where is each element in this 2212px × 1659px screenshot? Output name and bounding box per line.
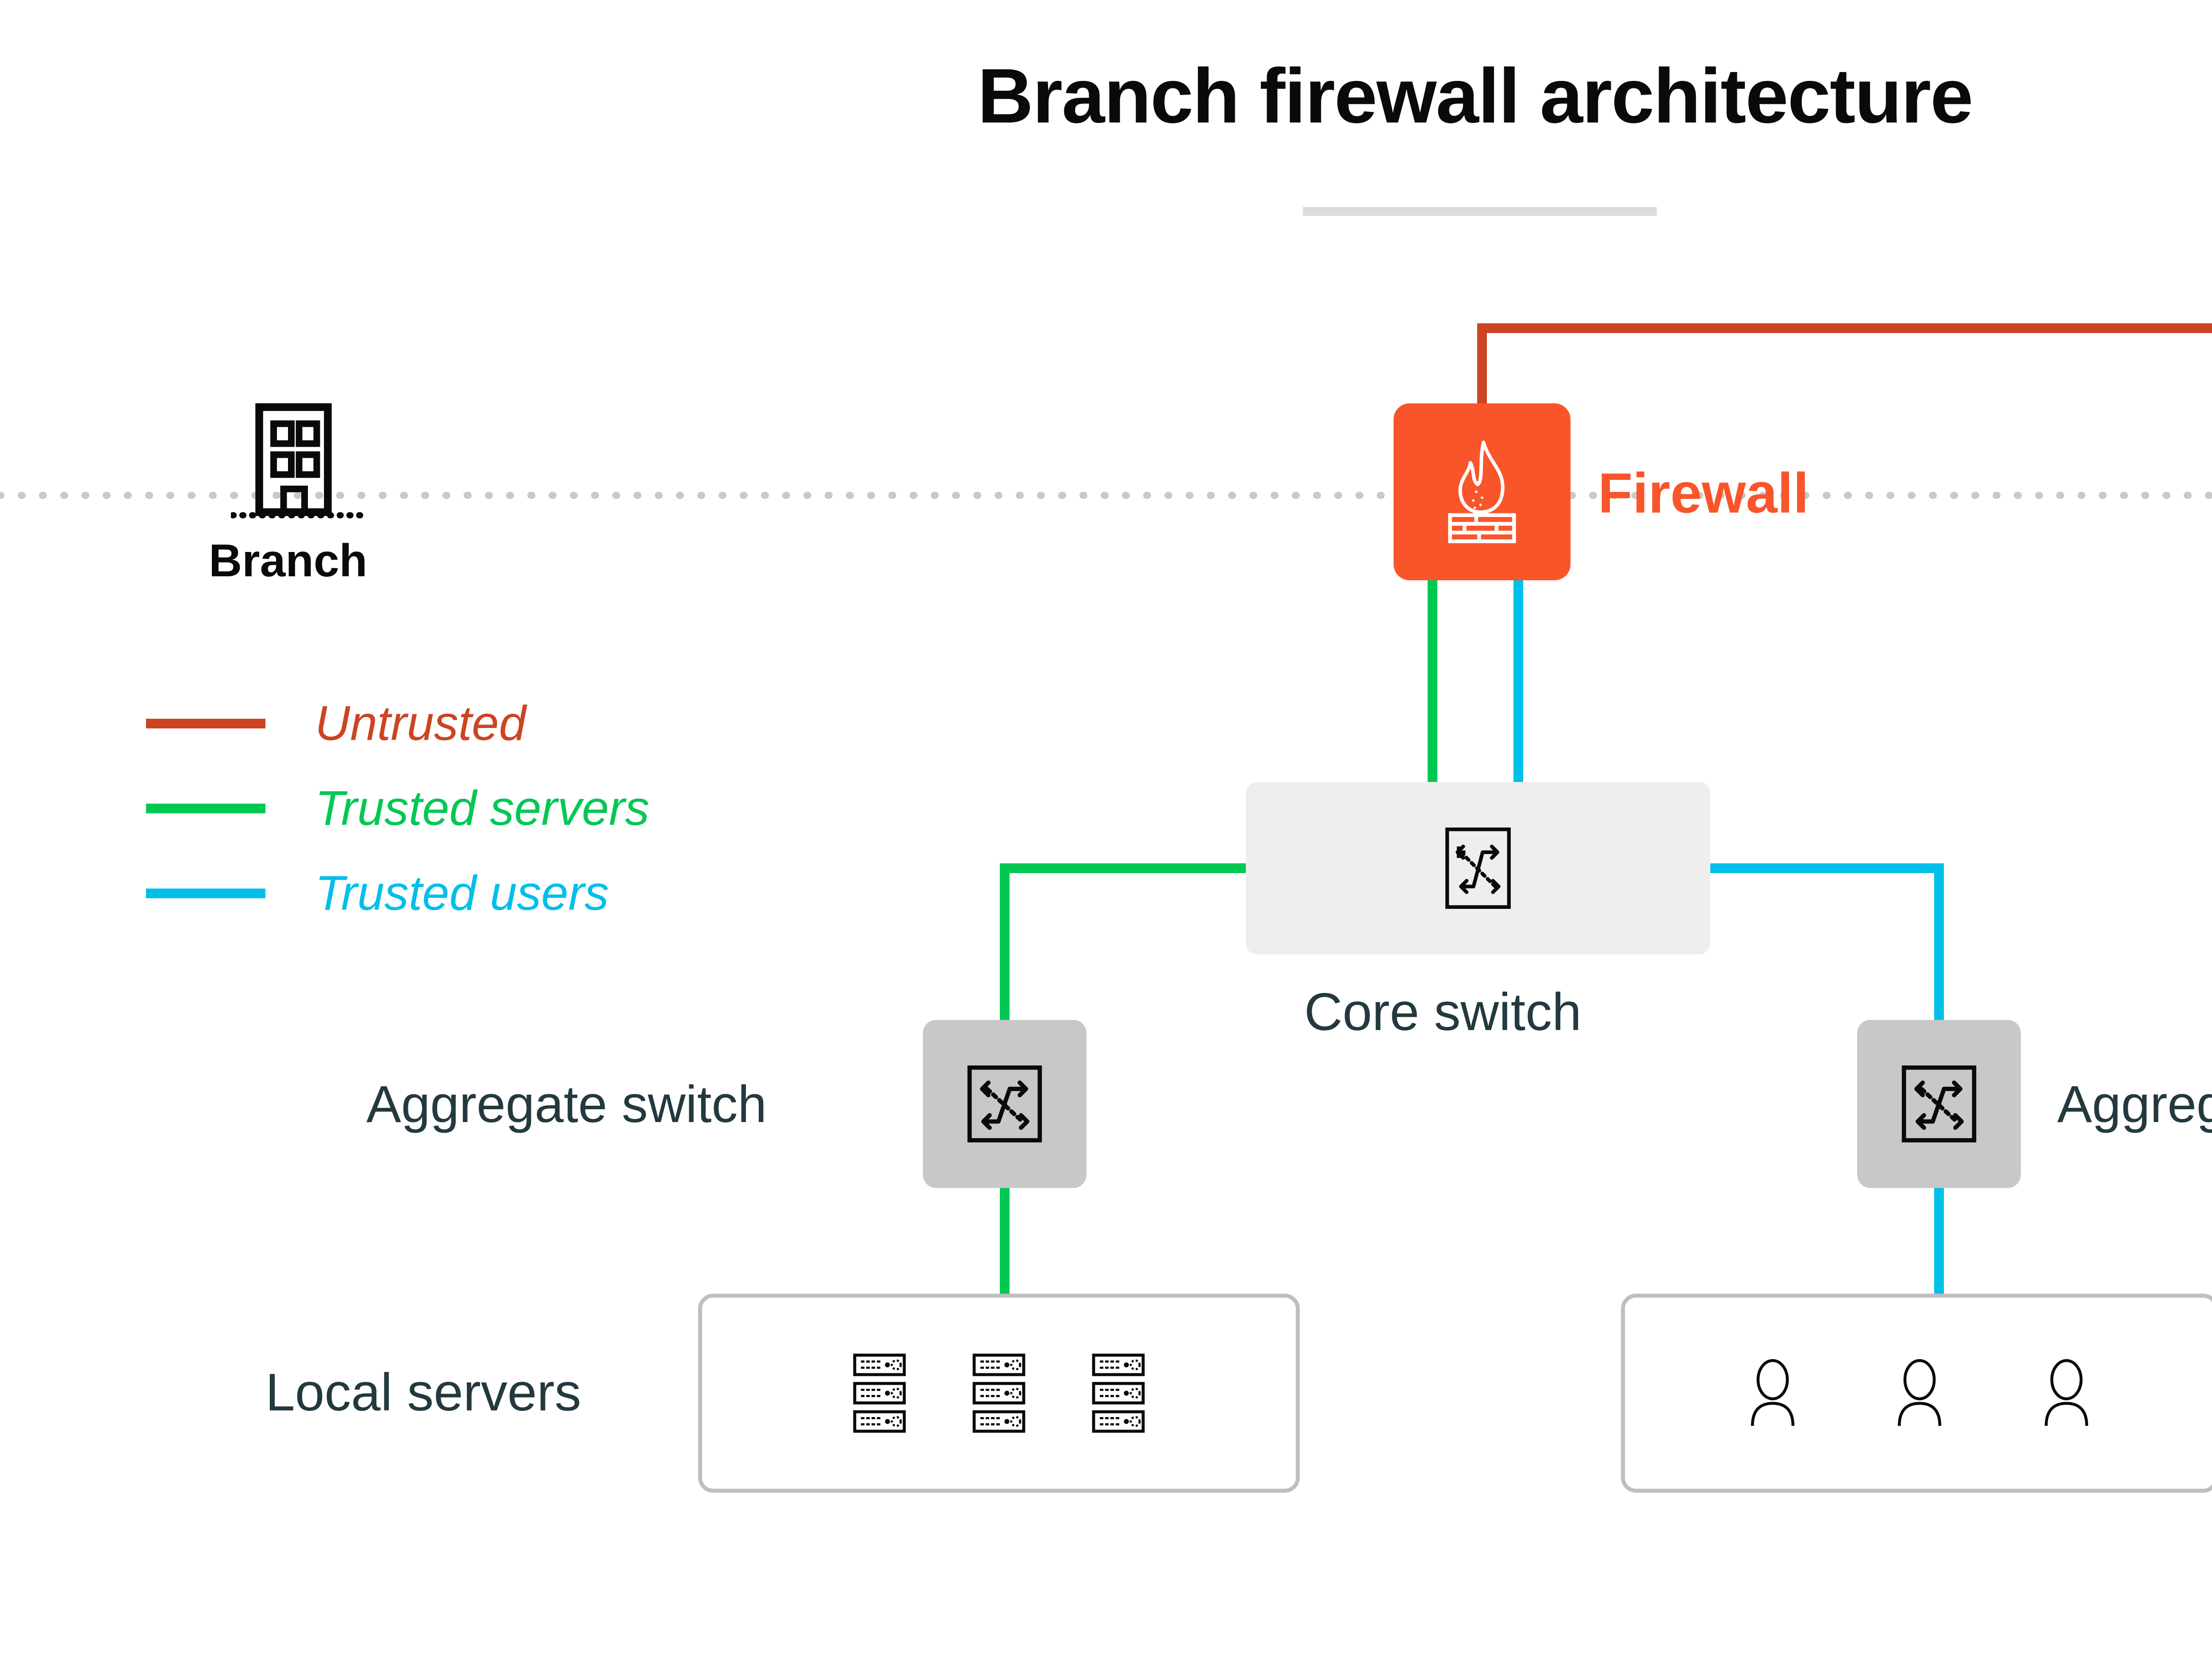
- firewall-node[interactable]: [1394, 403, 1571, 580]
- legend-swatch-trusted-users: [146, 889, 265, 898]
- person-icon: [1897, 1359, 1942, 1426]
- core-switch-label: Core switch: [1304, 982, 1582, 1042]
- trust-boundary-dotted-line: [0, 492, 2212, 499]
- link-firewall-internet: [1477, 323, 2212, 403]
- aggregate-switch-left-node[interactable]: [923, 1020, 1087, 1188]
- legend-item-untrusted: Untrusted: [146, 681, 649, 766]
- legend-label-trusted-servers: Trusted servers: [315, 781, 649, 835]
- core-switch-node[interactable]: [1246, 782, 1710, 954]
- page-title: Branch firewall architecture: [977, 53, 1974, 139]
- rack-server-icon: [1092, 1382, 1145, 1405]
- legend-item-trusted-servers: Trusted servers: [146, 766, 649, 851]
- server-grid: [702, 1298, 1296, 1489]
- aggregate-switch-right-node[interactable]: [1857, 1020, 2021, 1188]
- legend-item-trusted-users: Trusted users: [146, 851, 649, 936]
- rack-server-icon: [853, 1382, 906, 1405]
- network-switch-icon: [967, 1065, 1042, 1142]
- network-switch-icon: [1901, 1065, 1977, 1142]
- local-servers-group[interactable]: [698, 1294, 1300, 1493]
- person-icon: [2044, 1359, 2089, 1426]
- legend-swatch-trusted-servers: [146, 804, 265, 813]
- legend-label-untrusted: Untrusted: [315, 696, 526, 751]
- users-group[interactable]: [1621, 1294, 2212, 1493]
- rack-server-icon: [972, 1382, 1025, 1405]
- server-stack: [853, 1353, 906, 1433]
- link-core-agg-right: [1710, 863, 1944, 1020]
- server-stack: [972, 1353, 1025, 1433]
- branch-ground-dotted-line: [231, 512, 364, 518]
- firewall-flame-brick-icon: [1448, 441, 1516, 544]
- rack-server-icon: [1092, 1410, 1145, 1433]
- rack-server-icon: [972, 1410, 1025, 1433]
- rack-server-icon: [972, 1353, 1025, 1376]
- firewall-label: Firewall: [1598, 462, 1809, 525]
- link-core-agg-left: [1000, 863, 1246, 1020]
- aggregate-switch-left-label: Aggregate switch: [366, 1075, 767, 1134]
- aggregate-switch-right-label: Aggregate switch: [2057, 1075, 2212, 1134]
- rack-server-icon: [853, 1353, 906, 1376]
- local-servers-label: Local servers: [265, 1363, 581, 1422]
- rack-server-icon: [853, 1410, 906, 1433]
- title-divider: [1303, 207, 1657, 216]
- rack-server-icon: [1092, 1353, 1145, 1376]
- legend: Untrusted Trusted servers Trusted users: [146, 681, 649, 936]
- network-switch-icon: [1445, 828, 1511, 909]
- person-icon: [1751, 1359, 1795, 1426]
- server-stack: [1092, 1353, 1145, 1433]
- office-building-icon: [255, 403, 332, 516]
- user-row: [1625, 1298, 2212, 1489]
- legend-swatch-untrusted: [146, 719, 265, 728]
- branch-label: Branch: [209, 535, 368, 586]
- legend-label-trusted-users: Trusted users: [315, 866, 609, 920]
